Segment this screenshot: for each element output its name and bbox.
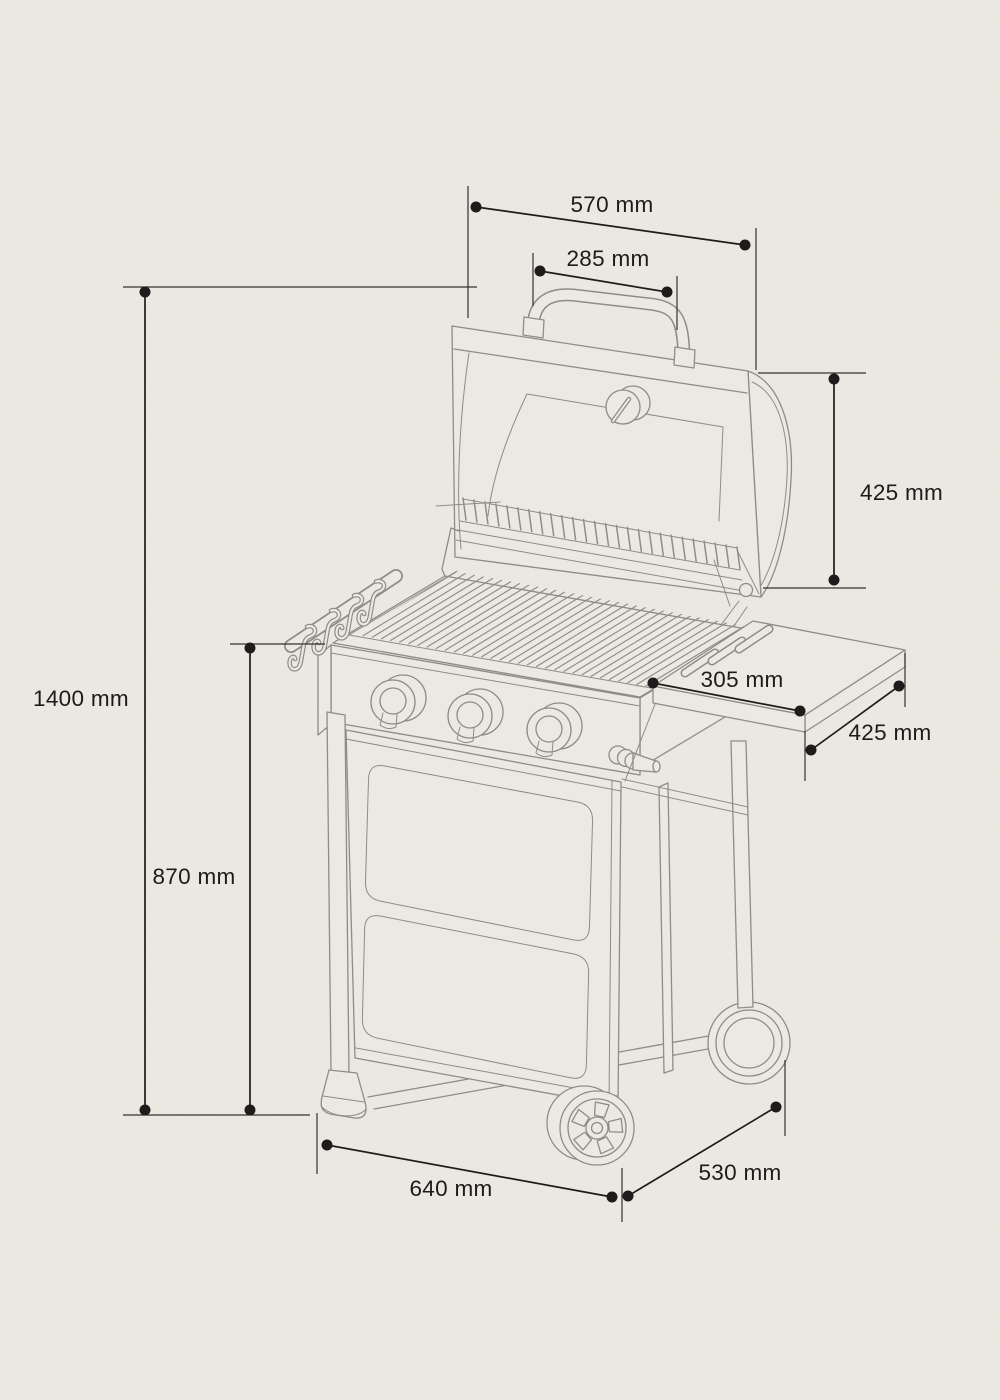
handle-foot-left [522,316,545,339]
front-hub [585,1116,609,1140]
dimension-body-width: 640 mm [321,1139,618,1203]
valve-tip [652,760,661,773]
rear-wheel [707,1001,791,1085]
lid-side-seam [751,381,788,588]
lid-side-panel [747,370,793,598]
shelf-top [652,620,906,716]
lid [435,288,793,653]
dimension-shelf-depth: 305 mm [647,667,806,717]
label-body-width: 640 mm [409,1176,492,1201]
rack-loops [462,497,741,570]
side-rails [621,778,749,816]
lid-handle [522,288,696,369]
shelf-brace [624,703,656,782]
dimension-handle-width: 285 mm [534,246,673,298]
label-lid-width: 570 mm [570,192,653,217]
hinge-pin [738,582,754,598]
lid-left-curve [458,352,470,550]
handle-core [528,289,689,358]
extension-lines [123,186,906,1222]
rail-core [285,570,402,652]
label-lid-height: 425 mm [860,480,943,505]
front-wheel [546,1085,635,1166]
gas-valve [608,745,661,773]
burner-knobs [370,674,583,758]
front-hub-center [590,1121,604,1135]
lid-top-bar [453,348,748,394]
dimension-annotations: 570 mm 285 mm 425 mm 1400 mm 870 mm 305 … [33,186,943,1222]
front-left-foot [320,1069,367,1119]
front-wheel-spokes [571,1101,624,1155]
dimension-lid-height: 425 mm [828,373,943,586]
dimension-total-height: 1400 mm [33,286,151,1116]
dimension-body-depth: 530 mm [622,1101,782,1202]
dimension-lid-width: 570 mm [470,192,751,251]
label-handle-width: 285 mm [566,246,649,271]
grill-drawing [284,288,906,1166]
cart-right-leg-inner [608,780,613,1105]
label-body-depth: 530 mm [698,1160,781,1185]
rear-right-leg [730,740,754,1009]
cart-top-edge [345,738,622,792]
thermometer-needle-core [612,398,630,422]
dimension-shelf-width: 425 mm [805,680,931,756]
label-shelf-depth: 305 mm [700,667,783,692]
label-total-height: 1400 mm [33,686,129,711]
label-worktop-height: 870 mm [152,864,235,889]
tool-rail [284,569,403,672]
tool-hooks [287,578,387,672]
shelf-vent-slots [680,624,774,678]
rear-left-leg [658,782,674,1074]
rack-wires [435,498,745,592]
handle-foot-right [673,346,696,369]
lid-thermometer [605,385,651,425]
door-panels [361,765,594,1079]
foot-detail [320,1095,367,1117]
cart [320,711,635,1166]
lid-inner-face [451,325,762,598]
undercarriage [367,740,791,1110]
side-shelf [624,620,906,782]
dimension-worktop-height: 870 mm [152,642,256,1116]
front-left-leg [326,711,350,1075]
rear-rim [715,1009,783,1077]
rear-hubring [723,1017,775,1069]
warming-rack [435,497,760,607]
label-shelf-width: 425 mm [848,720,931,745]
rack-supports [713,549,760,607]
control-panel-lip [330,652,641,707]
cart-front-face [345,729,622,1107]
cooking-grate [353,571,749,687]
rear-tire [707,1001,791,1085]
front-rim [567,1098,627,1158]
